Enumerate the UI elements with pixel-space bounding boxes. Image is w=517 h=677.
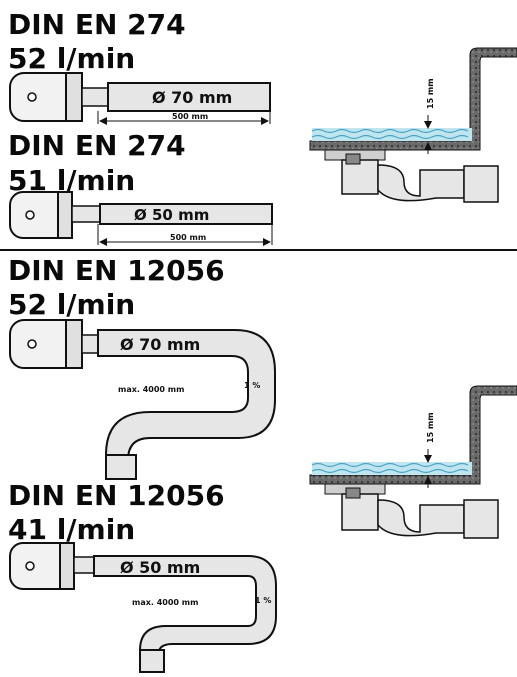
section-1: DIN EN 274 52 l/min Ø 70 mm 500 mm — [8, 8, 271, 125]
section-3-standard: DIN EN 12056 — [8, 254, 225, 287]
section-1-diameter: Ø 70 mm — [152, 88, 232, 107]
section-4: DIN EN 12056 41 l/min Ø 50 mm max. 4000 … — [8, 479, 277, 673]
cross-section-2-drain — [324, 483, 499, 539]
section-1-flow: 52 l/min — [8, 42, 135, 75]
section-3-drain-body — [9, 319, 99, 369]
cross-section-2: 15 mm — [309, 385, 517, 539]
section-2-standard: DIN EN 274 — [8, 129, 186, 162]
section-1-drain-body — [9, 72, 109, 122]
section-4-slope: 1 % — [255, 596, 271, 605]
section-2-drain-body — [9, 191, 101, 239]
section-2-diameter: Ø 50 mm — [134, 206, 209, 224]
section-3-slope: 1 % — [244, 381, 260, 390]
cross-section-1-height: 15 mm — [426, 78, 435, 109]
section-4-flow: 41 l/min — [8, 513, 135, 546]
section-1-standard: DIN EN 274 — [8, 8, 186, 41]
section-4-drain-body — [9, 542, 95, 590]
section-2-length: 500 mm — [170, 233, 206, 242]
cross-section-1-tub-wall — [309, 47, 517, 151]
section-1-length: 500 mm — [172, 112, 208, 121]
section-4-standard: DIN EN 12056 — [8, 479, 225, 512]
section-3-diameter: Ø 70 mm — [120, 335, 200, 354]
section-2: DIN EN 274 51 l/min Ø 50 mm 500 mm — [8, 129, 273, 246]
cross-section-2-tub-wall — [309, 385, 517, 485]
section-3-max-length: max. 4000 mm — [118, 385, 184, 394]
section-4-diameter: Ø 50 mm — [120, 558, 200, 577]
section-3: DIN EN 12056 52 l/min Ø 70 mm max. 4000 … — [8, 254, 276, 480]
section-3-flow: 52 l/min — [8, 288, 135, 321]
cross-section-2-height: 15 mm — [426, 412, 435, 443]
cross-section-1-drain — [324, 149, 499, 203]
section-4-max-length: max. 4000 mm — [132, 598, 198, 607]
cross-section-1: 15 mm — [309, 47, 517, 203]
